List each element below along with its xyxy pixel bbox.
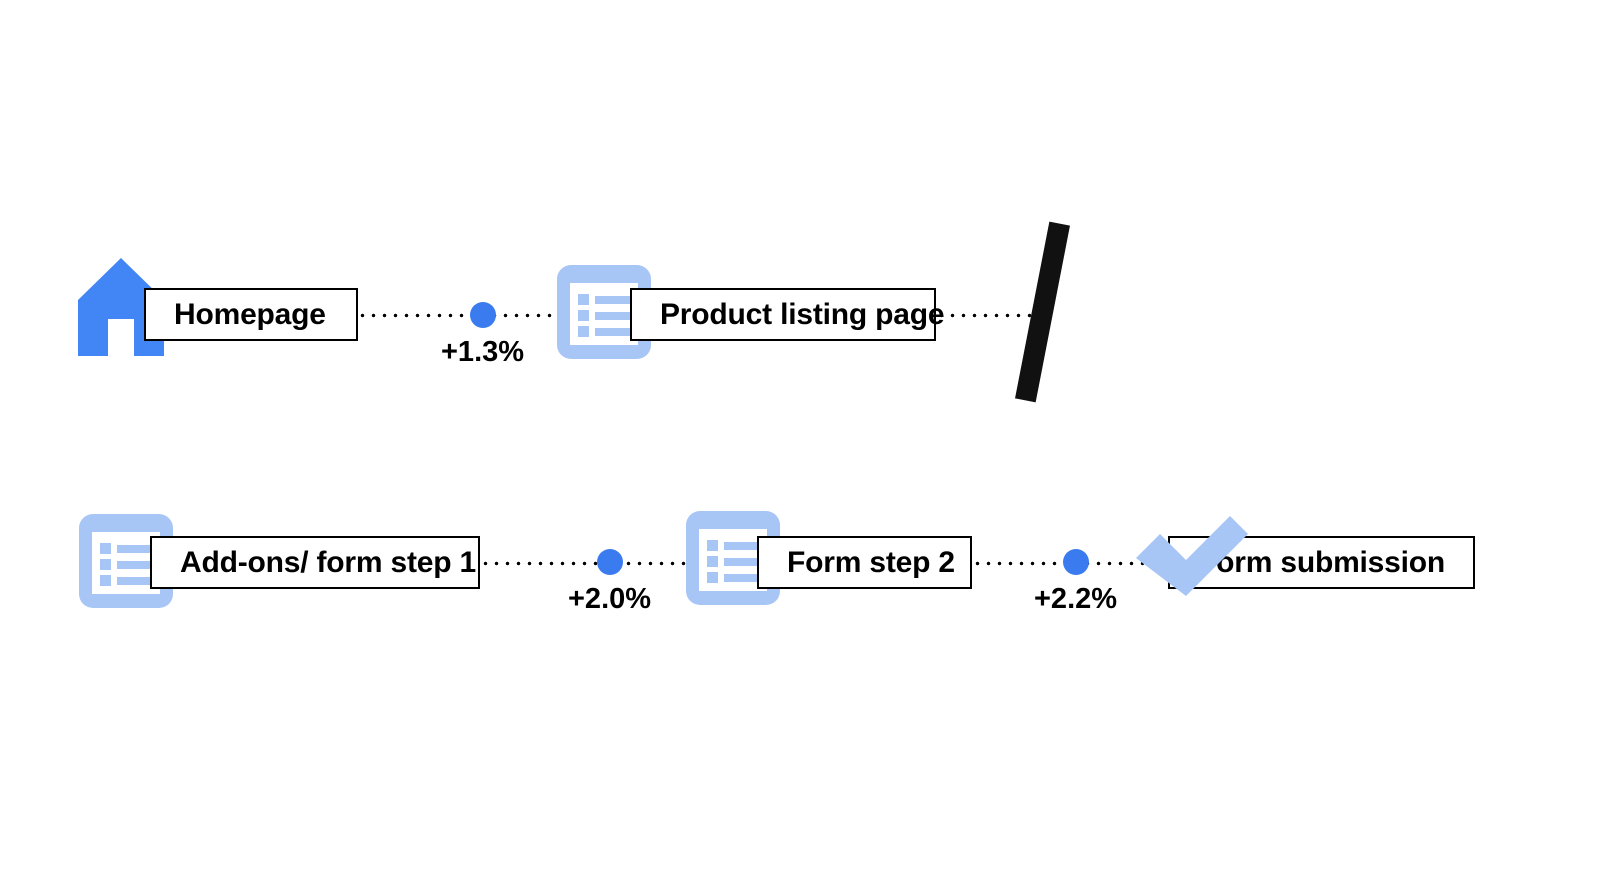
metric-uplift-homepage-to-plp: +1.3% [441,302,524,369]
step-label-form-submission: Form submission [1198,545,1446,579]
step-label-add-ons-form-step-1: Add-ons/ form step 1 [180,545,477,579]
step-box-form-step-2[interactable]: Form step 2 [757,536,972,589]
step-box-product-listing-page[interactable]: Product listing page [630,288,945,341]
step-box-add-ons-form-step-1[interactable]: Add-ons/ form step 1 [150,536,480,589]
metric-value: +2.2% [1034,583,1118,615]
step-label-homepage: Homepage [174,297,326,331]
connector-plp-to-end [936,313,1046,318]
check-icon [1130,508,1252,618]
metric-dot [469,302,496,328]
metric-dot [1062,549,1089,575]
metric-uplift-step2-to-submission: +2.2% [1034,549,1117,616]
connector-homepage-to-plp [357,313,569,318]
step-box-homepage[interactable]: Homepage [144,288,358,341]
list-icon-product-listing [557,265,651,359]
metric-uplift-step1-to-step2: +2.0% [568,549,651,616]
list-icon-form-step-2 [686,511,780,605]
connector-step1-to-step2 [480,561,696,566]
metric-value: +1.3% [441,336,525,368]
list-icon-add-ons [79,514,173,608]
connector-step2-to-submission [972,561,1152,566]
metric-dot [596,549,623,575]
slash-mark [1015,221,1070,403]
house-icon [78,258,164,356]
step-label-product-listing-page: Product listing page [660,297,945,331]
step-label-form-step-2: Form step 2 [787,545,955,579]
metric-value: +2.0% [568,583,652,615]
